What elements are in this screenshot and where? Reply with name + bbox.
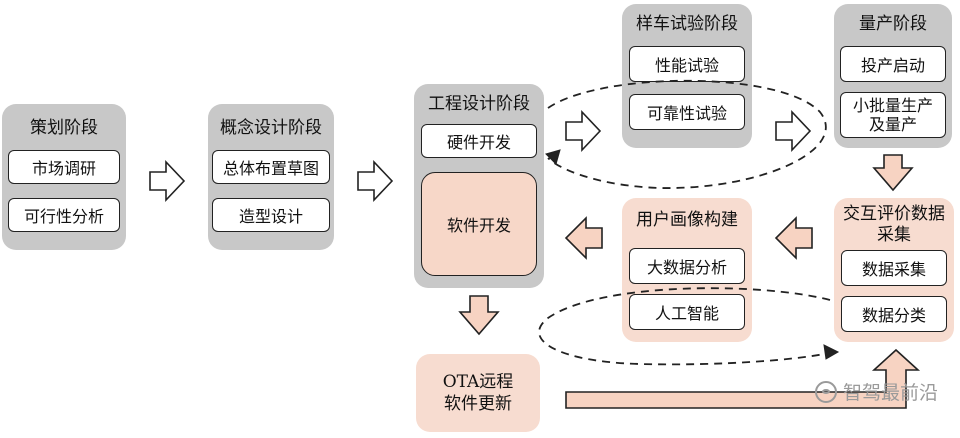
small-batch-production-box: 小批量生产及量产	[840, 92, 946, 138]
software-development-box: 软件开发	[421, 172, 537, 276]
data-classification-box: 数据分类	[841, 296, 947, 332]
artificial-intelligence-box: 人工智能	[629, 294, 745, 330]
right-arrow-2	[357, 159, 394, 203]
production-start-box: 投产启动	[840, 46, 946, 82]
engineering-design-stage: 工程设计阶段 硬件开发 软件开发	[414, 84, 544, 288]
ota-update-label: OTA远程软件更新	[442, 372, 514, 414]
layout-sketch-box: 总体布置草图	[212, 150, 330, 184]
reliability-test-box: 可靠性试验	[629, 94, 745, 130]
data-collection-box: 数据采集	[841, 250, 947, 286]
mass-production-stage-title: 量产阶段	[859, 14, 927, 34]
hardware-loop-arrowhead	[545, 149, 561, 165]
down-arrow-2	[458, 295, 500, 336]
software-loop-arrowhead	[823, 344, 840, 360]
down-arrow-1	[872, 154, 914, 192]
big-data-analysis-box: 大数据分析	[629, 248, 745, 284]
mass-production-stage: 量产阶段 投产启动 小批量生产及量产	[834, 4, 952, 148]
performance-test-box: 性能试验	[629, 46, 745, 82]
hardware-development-box: 硬件开发	[421, 124, 537, 158]
concept-design-stage-title: 概念设计阶段	[220, 118, 322, 138]
right-arrow-1	[149, 159, 186, 203]
prototype-testing-stage-title: 样车试验阶段	[636, 14, 738, 34]
interaction-data-stage-title: 交互评价数据采集	[843, 204, 945, 245]
engineering-design-stage-title: 工程设计阶段	[428, 94, 530, 114]
market-research-box: 市场调研	[8, 150, 120, 184]
planning-stage-title: 策划阶段	[30, 118, 98, 138]
interaction-data-stage: 交互评价数据采集 数据采集 数据分类	[834, 198, 954, 342]
wechat-icon	[814, 380, 837, 403]
prototype-testing-stage: 样车试验阶段 性能试验 可靠性试验	[622, 4, 752, 148]
user-profile-stage: 用户画像构建 大数据分析 人工智能	[622, 198, 752, 342]
left-arrow-1	[774, 216, 813, 260]
ota-update-box: OTA远程软件更新	[416, 354, 540, 432]
left-arrow-2	[564, 216, 603, 260]
concept-design-stage: 概念设计阶段 总体布置草图 造型设计	[208, 104, 334, 250]
right-arrow-4	[775, 109, 812, 153]
watermark-text: 智驾最前沿	[842, 382, 938, 404]
software-data-loop	[538, 287, 835, 366]
hardware-test-loop	[547, 79, 827, 189]
feasibility-analysis-box: 可行性分析	[8, 198, 120, 232]
watermark: 智驾最前沿	[814, 378, 938, 405]
right-arrow-3	[565, 109, 602, 153]
user-profile-stage-title: 用户画像构建	[636, 210, 738, 230]
planning-stage: 策划阶段 市场调研 可行性分析	[2, 104, 126, 250]
styling-design-box: 造型设计	[212, 198, 330, 232]
